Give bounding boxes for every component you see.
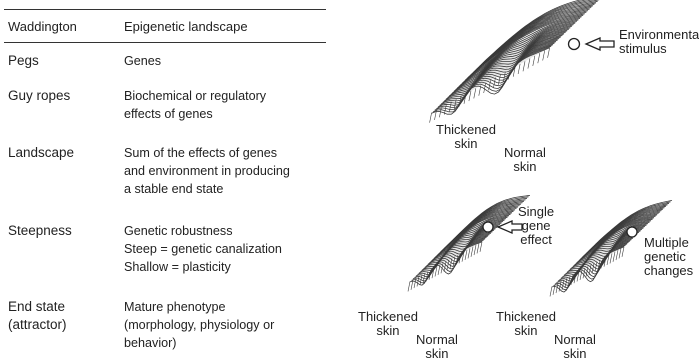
comparison-table: Waddington Epigenetic landscape Pegs Gen… <box>0 0 336 363</box>
row-meaning-steepness: Genetic robustness Steep = genetic canal… <box>124 222 329 276</box>
table-header-rule <box>4 42 326 43</box>
landscape-surface-top <box>430 0 604 123</box>
landscape-surface-bottom-left <box>408 195 530 291</box>
row-meaning-landscape: Sum of the effects of genes and environm… <box>124 144 329 198</box>
label-top-thickened-skin: Thickened skin <box>436 123 496 151</box>
header-waddington: Waddington <box>8 18 120 36</box>
arrow-environmental-stimulus <box>586 38 614 50</box>
label-br-normal-skin: Normal skin <box>554 333 596 361</box>
row-term-pegs: Pegs <box>8 52 120 70</box>
row-meaning-pegs: Genes <box>124 52 329 70</box>
ball-top <box>569 39 580 50</box>
table-top-rule <box>4 9 326 10</box>
label-br-thickened-skin: Thickened skin <box>496 310 556 338</box>
label-single-gene-effect: Single gene effect <box>518 205 554 247</box>
label-multiple-genetic-changes: Multiple genetic changes <box>644 236 693 278</box>
row-meaning-end-state: Mature phenotype (morphology, physiology… <box>124 298 329 352</box>
row-meaning-guy-ropes: Biochemical or regulatory effects of gen… <box>124 87 329 123</box>
row-term-steepness: Steepness <box>8 222 120 240</box>
landscape-figure: Environmental stimulus Thickened skin No… <box>338 0 699 363</box>
row-term-landscape: Landscape <box>8 144 120 162</box>
ball-bottom-left <box>483 222 493 232</box>
label-bl-thickened-skin: Thickened skin <box>358 310 418 338</box>
label-bl-normal-skin: Normal skin <box>416 333 458 361</box>
header-epigenetic-landscape: Epigenetic landscape <box>124 18 329 36</box>
row-term-guy-ropes: Guy ropes <box>8 87 120 105</box>
ball-bottom-right <box>627 227 637 237</box>
label-environmental-stimulus: Environmental stimulus <box>619 28 699 56</box>
row-term-end-state: End state (attractor) <box>8 298 120 334</box>
label-top-normal-skin: Normal skin <box>504 146 546 174</box>
